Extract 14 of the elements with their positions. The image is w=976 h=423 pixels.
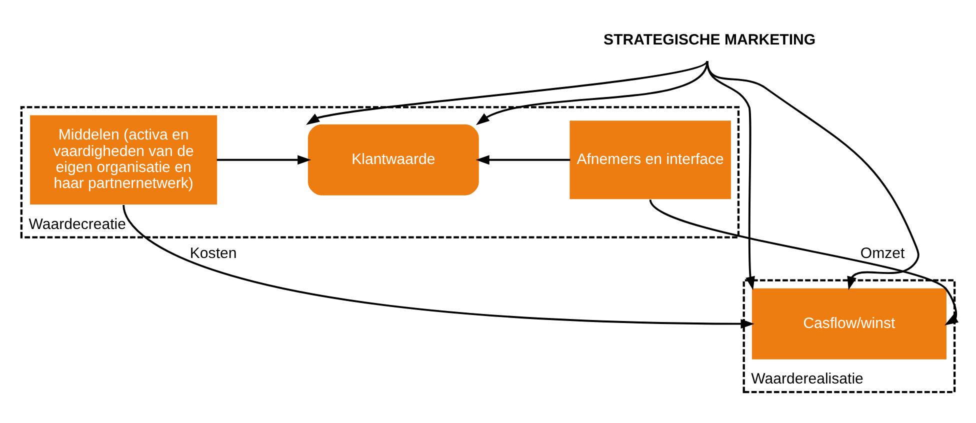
node-box: Klantwaarde: [308, 124, 479, 196]
node-text: STRATEGISCHE MARKETING: [604, 32, 816, 49]
arrow: [706, 60, 920, 290]
node-box: Middelen (activa en vaardigheden van de eigen organisatie en haar partnernetwerk): [30, 115, 218, 205]
arrow: [476, 155, 570, 165]
node-box: Casflow/winst: [752, 288, 946, 360]
arrow: [306, 60, 708, 125]
edge-label: Omzet: [860, 244, 905, 262]
node-box: Afnemers en interface: [570, 120, 731, 200]
arrow: [650, 199, 959, 326]
edge-label: Kosten: [190, 244, 237, 262]
arrow: [122, 204, 754, 329]
arrow: [476, 60, 708, 126]
arrow: [216, 155, 312, 165]
